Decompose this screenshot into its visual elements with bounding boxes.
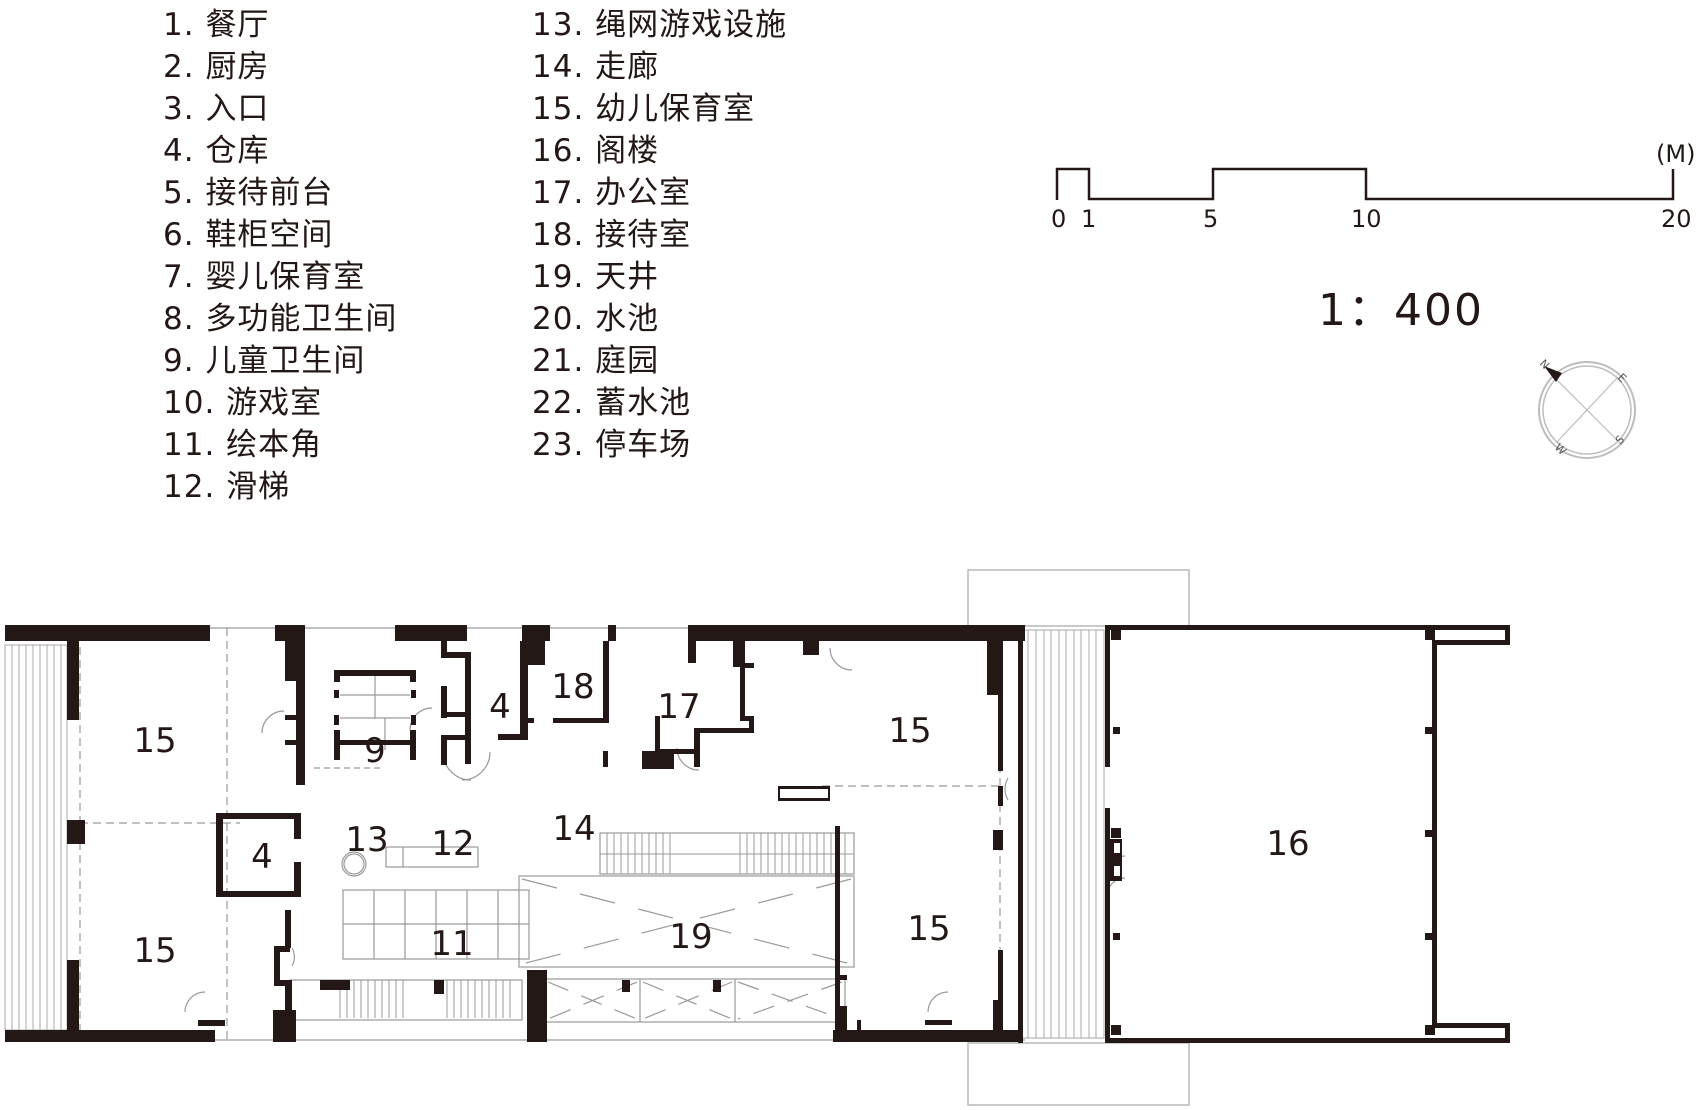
legend-item: 18. 接待室 bbox=[532, 217, 692, 253]
room-label-15-bottom-right: 15 bbox=[907, 909, 950, 949]
legend-item: 2. 厨房 bbox=[163, 49, 270, 85]
middle-deck bbox=[1020, 629, 1105, 1039]
room-label-17: 17 bbox=[657, 687, 700, 727]
room-label-4-upper: 4 bbox=[489, 687, 511, 727]
legend-item: 23. 停车场 bbox=[532, 427, 692, 463]
room-label-4-lower: 4 bbox=[251, 837, 273, 877]
room-label-19: 19 bbox=[669, 917, 712, 957]
legend-item: 11. 绘本角 bbox=[163, 427, 323, 463]
room-label-11: 11 bbox=[430, 924, 473, 964]
room-label-14: 14 bbox=[552, 809, 595, 849]
legend-item: 9. 儿童卫生间 bbox=[163, 343, 366, 379]
room-label-13: 13 bbox=[345, 820, 388, 860]
scale-tick-0: 0 bbox=[1051, 205, 1067, 233]
site-outlines bbox=[967, 569, 1190, 1106]
legend-item: 21. 庭园 bbox=[532, 343, 660, 379]
room-label-9: 9 bbox=[364, 731, 386, 771]
scale-tick-5: 5 bbox=[1203, 205, 1219, 233]
room-label-15-top-right: 15 bbox=[888, 711, 931, 751]
legend-item: 3. 入口 bbox=[163, 91, 270, 127]
scale-bar bbox=[1055, 167, 1675, 201]
legend-item: 17. 办公室 bbox=[532, 175, 692, 211]
room-label-15-bottom-left: 15 bbox=[133, 931, 176, 971]
left-deck bbox=[4, 644, 68, 1031]
scale-tick-1: 1 bbox=[1081, 205, 1097, 233]
legend-item: 13. 绳网游戏设施 bbox=[532, 7, 788, 43]
legend-column-1: 1. 餐厅 2. 厨房 3. 入口 4. 仓库 5. 接待前台 6. 鞋柜空间 … bbox=[163, 4, 397, 508]
scale-ratio: 1：400 bbox=[1318, 285, 1484, 336]
scale-unit-label: (M) bbox=[1656, 140, 1696, 168]
legend-item: 6. 鞋柜空间 bbox=[163, 217, 334, 253]
legend-item: 16. 阁楼 bbox=[532, 133, 660, 169]
compass-west-label: W bbox=[1552, 441, 1569, 458]
legend-item: 14. 走廊 bbox=[532, 49, 660, 85]
walls bbox=[5, 625, 1510, 1043]
legend-item: 5. 接待前台 bbox=[163, 175, 334, 211]
legend-item: 10. 游戏室 bbox=[163, 385, 323, 421]
room-label-18: 18 bbox=[551, 667, 594, 707]
room-label-12: 12 bbox=[431, 824, 474, 864]
north-arrow-icon bbox=[1544, 366, 1562, 382]
legend-column-2: 13. 绳网游戏设施 14. 走廊 15. 幼儿保育室 16. 阁楼 17. 办… bbox=[532, 4, 787, 466]
legend-item: 4. 仓库 bbox=[163, 133, 270, 169]
scale-tick-20: 20 bbox=[1661, 205, 1692, 233]
legend-item: 15. 幼儿保育室 bbox=[532, 91, 756, 127]
room-label-15-top-left: 15 bbox=[133, 721, 176, 761]
legend-item: 19. 天井 bbox=[532, 259, 660, 295]
legend-item: 1. 餐厅 bbox=[163, 7, 270, 43]
thin-details bbox=[79, 627, 1126, 1041]
legend-item: 22. 蓄水池 bbox=[532, 385, 692, 421]
legend-item: 7. 婴儿保育室 bbox=[163, 259, 366, 295]
scale-tick-10: 10 bbox=[1351, 205, 1382, 233]
legend-item: 20. 水池 bbox=[532, 301, 660, 337]
legend-item: 8. 多功能卫生间 bbox=[163, 301, 398, 337]
compass-icon: N E S W bbox=[1537, 357, 1636, 459]
legend-item: 12. 滑梯 bbox=[163, 469, 291, 505]
room-label-16: 16 bbox=[1266, 824, 1309, 864]
